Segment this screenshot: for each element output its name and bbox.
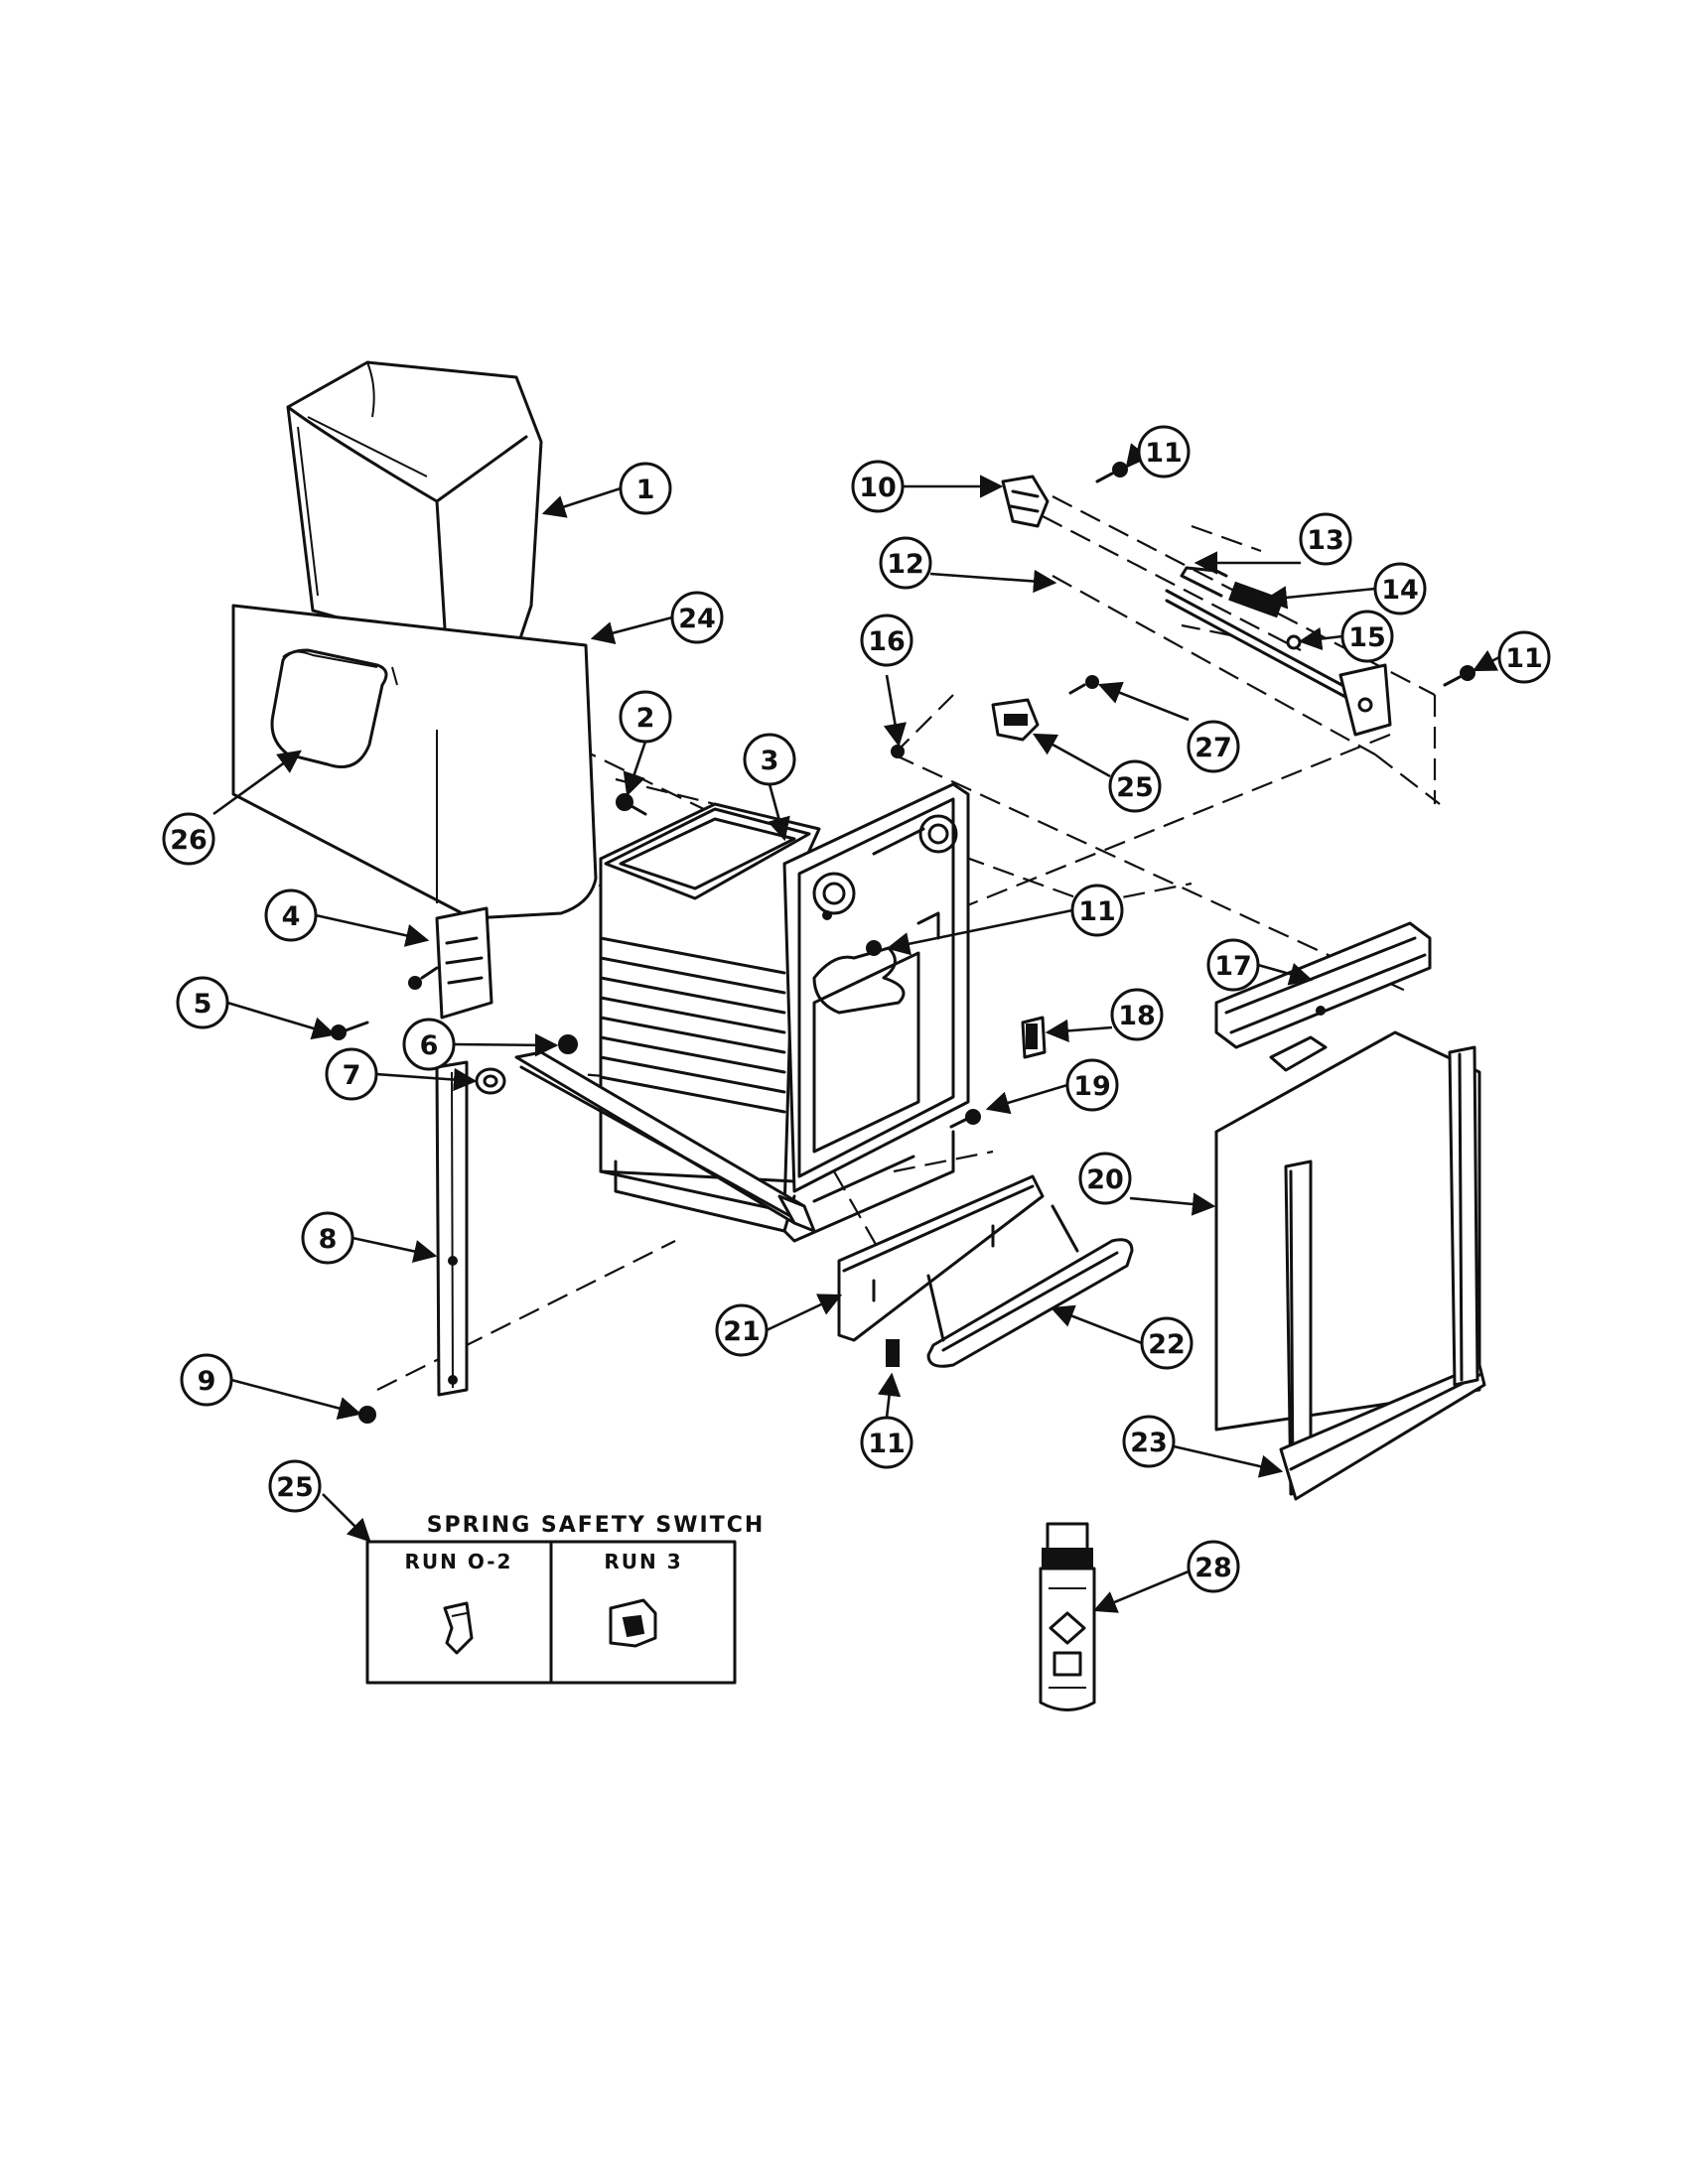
callout-7: 7 [325, 1047, 378, 1101]
svg-text:19: 19 [1073, 1071, 1111, 1102]
svg-text:1: 1 [636, 475, 655, 505]
screw-6-part [558, 1034, 578, 1054]
callout-5: 5 [176, 976, 229, 1029]
svg-text:3: 3 [761, 746, 779, 776]
svg-text:2: 2 [636, 703, 655, 734]
callout-13: 13 [1299, 512, 1352, 566]
svg-text:28: 28 [1194, 1553, 1232, 1583]
callout-14: 14 [1373, 562, 1427, 615]
svg-text:11: 11 [1145, 438, 1183, 469]
svg-text:10: 10 [859, 473, 897, 503]
table-title: SPRING SAFETY SWITCH [427, 1513, 766, 1538]
top-rail-17-part [1214, 921, 1432, 1072]
side-rail-8-part [435, 1060, 469, 1397]
svg-text:24: 24 [678, 604, 716, 634]
callout-2: 2 [619, 690, 672, 744]
callout-11-bottom: 11 [860, 1416, 913, 1469]
svg-text:11: 11 [1078, 896, 1116, 927]
svg-text:15: 15 [1348, 622, 1386, 653]
svg-text:25: 25 [1116, 772, 1154, 803]
svg-text:9: 9 [198, 1366, 216, 1397]
screw-2-part [616, 793, 647, 816]
svg-text:4: 4 [282, 901, 301, 932]
screw-5-part [331, 1021, 369, 1040]
callout-20: 20 [1078, 1152, 1132, 1205]
callout-26: 26 [162, 812, 215, 866]
lubricant-bottle-28-part [1039, 1522, 1096, 1711]
callout-8: 8 [301, 1211, 354, 1265]
callout-21: 21 [715, 1303, 769, 1357]
callout-11-right: 11 [1497, 630, 1551, 684]
toe-kick-21-part [837, 1174, 1045, 1342]
screw-16-part [891, 745, 905, 758]
safety-switch-25-part [991, 698, 1040, 742]
cabinet-frame-part [599, 782, 970, 1243]
svg-text:16: 16 [868, 626, 906, 657]
svg-text:22: 22 [1148, 1329, 1186, 1360]
callout-28: 28 [1187, 1540, 1240, 1593]
svg-text:7: 7 [343, 1060, 361, 1091]
leader-lines [212, 443, 1500, 1613]
callout-15: 15 [1340, 610, 1394, 663]
bottom-rail-part [514, 1050, 816, 1233]
bracket-4-part [408, 906, 493, 1020]
door-panel-20-part [1214, 1030, 1481, 1432]
screw-11b-part [1443, 665, 1475, 687]
callout-19: 19 [1065, 1058, 1119, 1112]
svg-text:14: 14 [1381, 575, 1419, 606]
callout-4: 4 [264, 888, 318, 942]
clip-18-part [1021, 1016, 1047, 1059]
liner-part [231, 604, 598, 920]
callout-6: 6 [402, 1018, 456, 1071]
svg-text:8: 8 [319, 1224, 338, 1255]
callout-10: 10 [851, 460, 905, 513]
svg-text:18: 18 [1118, 1001, 1156, 1031]
screw-19-part [949, 1109, 981, 1129]
svg-text:11: 11 [868, 1429, 906, 1459]
svg-text:27: 27 [1194, 733, 1232, 763]
screw-11d-part [886, 1339, 900, 1367]
svg-text:5: 5 [194, 989, 212, 1020]
latch-10-part [1001, 475, 1050, 528]
callout-9: 9 [180, 1353, 233, 1407]
svg-text:11: 11 [1505, 643, 1543, 674]
screw-9-part [358, 1406, 376, 1424]
callout-3: 3 [743, 733, 796, 786]
callout-18: 18 [1110, 988, 1164, 1041]
callout-11-top: 11 [1137, 425, 1191, 478]
svg-text:25: 25 [276, 1472, 314, 1503]
callout-16: 16 [860, 614, 913, 667]
callout-22: 22 [1140, 1316, 1193, 1370]
door-frame-23-part [1279, 1045, 1486, 1501]
knob-7-part [475, 1067, 506, 1095]
table-column-run-0-2: RUN O-2 [405, 1550, 513, 1573]
callout-24: 24 [670, 591, 724, 644]
svg-text:6: 6 [420, 1030, 439, 1061]
cabinet-ribs [599, 936, 786, 1114]
svg-text:12: 12 [887, 549, 924, 580]
svg-text:26: 26 [170, 825, 208, 856]
svg-text:13: 13 [1307, 525, 1344, 556]
callout-27: 27 [1187, 720, 1240, 773]
spring-safety-switch-table: SPRING SAFETY SWITCH RUN O-2 RUN 3 [365, 1513, 766, 1685]
callout-12: 12 [879, 536, 932, 590]
screw-11a-part [1095, 462, 1128, 483]
svg-text:21: 21 [723, 1316, 761, 1347]
screw-27-part [1068, 675, 1099, 695]
svg-text:20: 20 [1086, 1164, 1124, 1195]
handle-22-part [926, 1204, 1134, 1368]
callout-23: 23 [1122, 1415, 1176, 1468]
switch-run-3-icon [609, 1598, 657, 1648]
switch-run-0-2-icon [443, 1601, 474, 1655]
callout-25-table: 25 [268, 1459, 322, 1513]
callout-25-switch: 25 [1108, 759, 1162, 813]
svg-text:23: 23 [1130, 1428, 1168, 1458]
callout-11-center: 11 [1070, 884, 1124, 937]
callout-1: 1 [619, 462, 672, 515]
table-column-run-3: RUN 3 [604, 1550, 682, 1573]
svg-text:17: 17 [1214, 951, 1252, 982]
callout-17: 17 [1206, 938, 1260, 992]
